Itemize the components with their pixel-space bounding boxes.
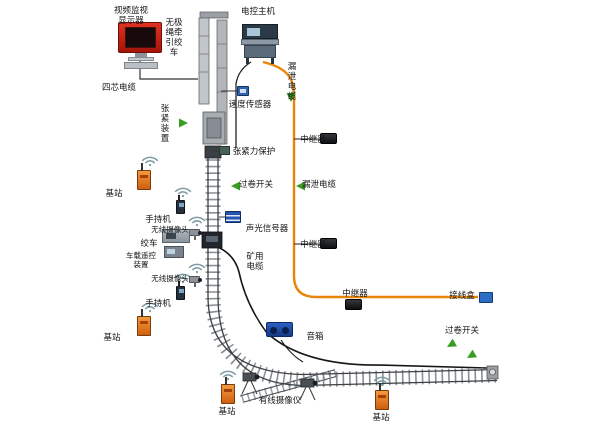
label-leaky-cable-top: 漏 泄 电 缆 <box>287 62 297 103</box>
console-deck <box>241 39 279 45</box>
label-base-station-4: 基站 <box>372 413 390 423</box>
label-endless-rope-winch: 无极 绳牵 引绞 车 <box>165 18 183 59</box>
label-wireless-camera-1: 无线摄像头 <box>151 225 189 234</box>
video-monitor-icon <box>118 22 164 70</box>
handheld-radio-icon <box>176 195 185 214</box>
label-base-station-3: 基站 <box>218 407 236 417</box>
label-control-host: 电控主机 <box>240 7 275 17</box>
label-junction-box: 接线盒 <box>449 291 475 301</box>
label-repeater-1: 中继器 <box>300 135 326 145</box>
console-screen <box>247 28 260 36</box>
label-base-station-1: 基站 <box>105 189 123 199</box>
wifi-icon <box>188 263 206 274</box>
label-overwind-switch-left: 过卷开关 <box>238 180 273 190</box>
label-wired-camera: 有线摄像仪 <box>258 396 302 406</box>
monitor-frame <box>118 22 162 53</box>
label-base-station-2: 基站 <box>103 333 121 343</box>
label-video-monitor: 视频监视 显示器 <box>113 6 148 27</box>
wifi-icon <box>219 370 237 381</box>
green-arrow-icon <box>444 338 458 351</box>
control-host-icon <box>241 24 279 66</box>
tension-protection-icon <box>219 146 230 155</box>
label-speaker: 音箱 <box>306 332 324 342</box>
label-leaky-cable-mid: 漏泄电缆 <box>301 180 336 190</box>
repeater-icon <box>320 238 337 249</box>
speed-sensor-icon <box>237 86 249 96</box>
base-station-icon <box>137 163 151 190</box>
label-speed-sensor: 速度传感器 <box>228 100 272 110</box>
label-overwind-switch-right: 过卷开关 <box>444 326 479 336</box>
console-body <box>244 45 276 58</box>
junction-box-icon <box>479 292 493 303</box>
monitor-screen <box>125 27 156 48</box>
console-legs <box>246 58 274 64</box>
base-station-icon <box>221 377 235 404</box>
base-station-icon <box>137 309 151 336</box>
wifi-icon <box>141 156 159 167</box>
handheld-radio-icon <box>176 281 185 300</box>
wifi-icon <box>188 216 206 227</box>
label-repeater-3: 中继器 <box>342 289 368 299</box>
label-tension-protection: 张紧力保护 <box>232 147 276 157</box>
monitor-base-unit <box>124 62 158 69</box>
wired-camera-icon-2 <box>299 378 318 401</box>
monitor-stand <box>135 53 147 57</box>
vehicle-remote-control-icon <box>164 246 184 258</box>
monitor-base <box>128 57 154 61</box>
label-mine-cable: 矿用 电缆 <box>246 252 264 273</box>
track-shuttle-car <box>201 231 223 249</box>
speaker-cable <box>280 339 304 363</box>
repeater-icon <box>320 133 337 144</box>
leaky-cable-line <box>262 60 478 299</box>
label-handheld-1: 手持机 <box>145 215 171 225</box>
repeater-icon <box>345 299 362 310</box>
track-end-stop <box>486 365 499 380</box>
label-vehicle-remote-control: 车载遥控 装置 <box>126 251 156 269</box>
base-station-icon <box>375 383 389 410</box>
speaker-icon <box>266 322 293 337</box>
label-repeater-2: 中继器 <box>300 240 326 250</box>
winch-icon <box>162 229 190 243</box>
green-arrow-icon <box>464 349 478 362</box>
sound-light-signal-icon <box>225 211 241 223</box>
winch-machinery <box>198 11 229 145</box>
label-tension-device: 张 紧 装 置 <box>160 104 170 145</box>
console-screen-housing <box>242 24 278 39</box>
green-arrow-icon <box>179 118 188 128</box>
wired-camera-icon-1 <box>241 372 260 395</box>
label-wireless-camera-2: 无线摄像头 <box>151 274 189 283</box>
label-four-core-cable: 四芯电缆 <box>101 83 136 93</box>
label-winch: 绞车 <box>140 239 158 249</box>
label-handheld-2: 手持机 <box>145 299 171 309</box>
wireless-camera-icon <box>189 276 202 287</box>
label-sound-light-signal: 声光信号器 <box>245 224 289 234</box>
main-track <box>205 146 498 388</box>
mine-cable-line <box>214 245 488 369</box>
